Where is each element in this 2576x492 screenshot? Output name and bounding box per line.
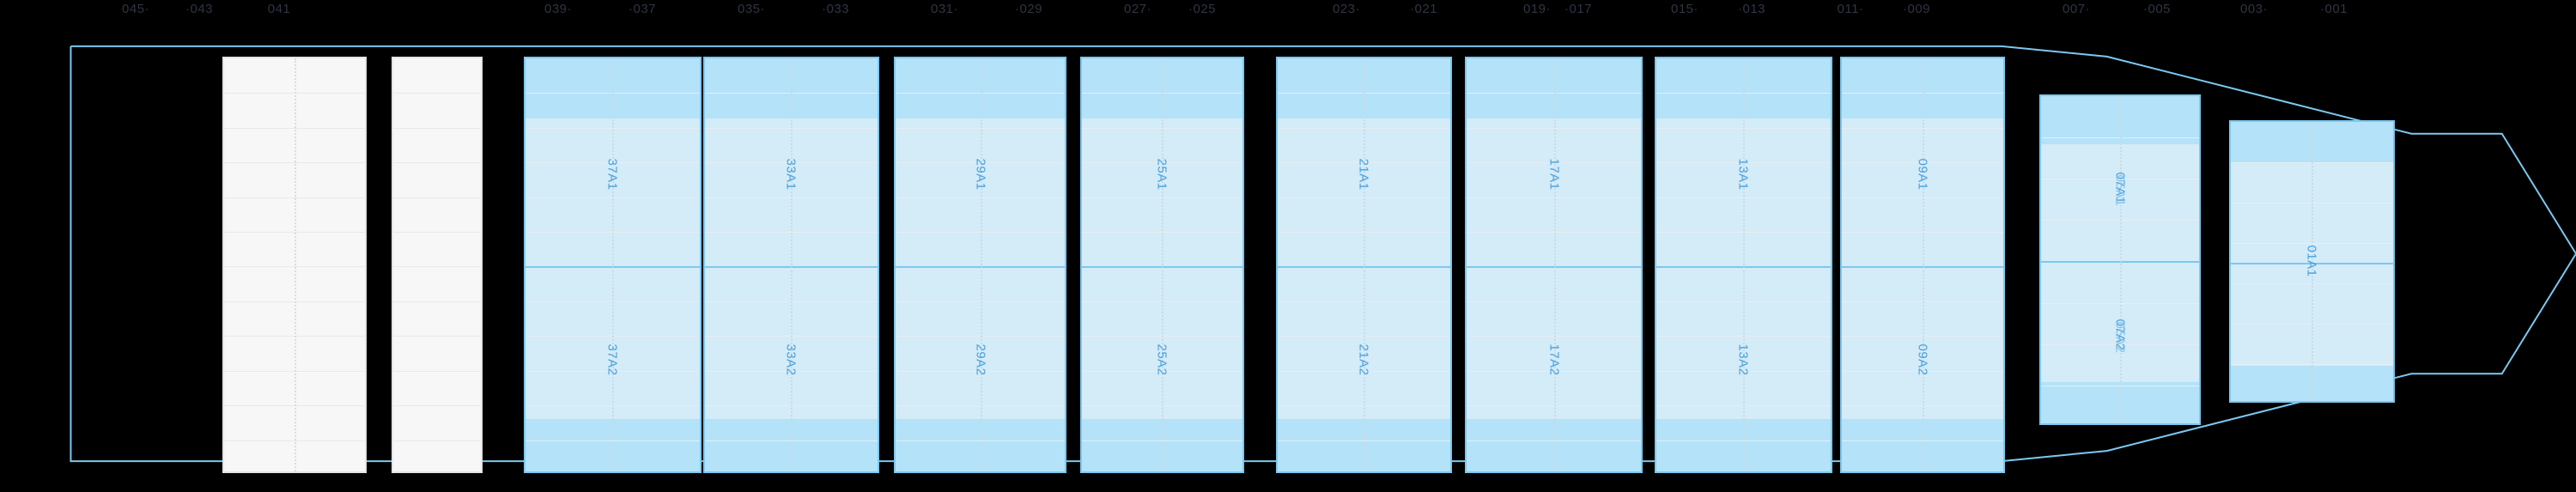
bay-number-tick: ·013: [1737, 2, 1766, 16]
bay-number-tick: ·017: [1564, 2, 1593, 16]
bay-label-lower: 33A2: [783, 343, 799, 376]
tier-separator: [393, 93, 481, 94]
bay-number-tick: ·029: [1014, 2, 1043, 16]
bay-block-033[interactable]: 33A1 33A2: [702, 56, 879, 474]
tier-separator: [393, 301, 481, 302]
bay-label-upper: 29A1: [973, 158, 988, 191]
tier-separator: [393, 266, 481, 268]
bay-block-025[interactable]: 25A1 25A2: [1079, 56, 1245, 474]
bay-centerline: [1922, 58, 1924, 472]
bay-block-037[interactable]: 37A1 37A2: [523, 56, 702, 474]
bay-number-tick: 011·: [1837, 2, 1864, 16]
bay-label-lower: 13A2: [1735, 343, 1751, 376]
bay-centerline: [2120, 95, 2122, 424]
bay-number-tick: ·043: [185, 2, 214, 16]
bay-block-017[interactable]: 17A1 17A2: [1465, 56, 1643, 474]
bay-block-001[interactable]: 01A1: [2228, 119, 2396, 404]
bay-label-upper: 09A1: [1915, 158, 1930, 191]
tier-separator: [393, 232, 481, 234]
bay-number-tick: ·001: [2319, 2, 2348, 16]
tier-separator: [393, 336, 481, 337]
bay-number-tick: ·033: [821, 2, 850, 16]
bay-label-upper: 25A1: [1154, 158, 1170, 191]
bay-centerline: [1553, 58, 1556, 472]
bay-number-tick: 039·: [544, 2, 573, 16]
bay-number-ruler: 045· ·043 041 039· ·037 035· ·033 031· ·029 027· ·…: [0, 0, 2576, 22]
bay-centerline: [295, 58, 297, 472]
bay-block-029[interactable]: 29A1 29A2: [893, 56, 1067, 474]
bay-number-tick: 019·: [1522, 2, 1552, 16]
bay-number-tick: 015·: [1670, 2, 1699, 16]
bay-label-lower: 37A2: [605, 343, 620, 376]
bay-number-tick: 045·: [121, 2, 150, 16]
bay-label-lower: 09A2: [1915, 343, 1930, 376]
bay-centerline: [1743, 58, 1746, 472]
bay-label-upper: 17A1: [1546, 158, 1562, 191]
bay-number-tick: 007·: [2062, 2, 2091, 16]
bay-label-upper: 37A1: [605, 158, 620, 191]
tier-separator: [393, 405, 481, 407]
tier-separator: [393, 162, 481, 164]
tier-separator: [393, 127, 481, 129]
bay-number-tick: ·037: [628, 2, 657, 16]
bay-block-043[interactable]: [222, 56, 368, 474]
bay-number-tick: 023·: [1332, 2, 1361, 16]
bay-label-lower: 25A2: [1154, 343, 1170, 376]
bay-block-041[interactable]: [392, 56, 483, 474]
bay-number-tick: ·009: [1902, 2, 1931, 16]
bay-number-tick: 035·: [737, 2, 766, 16]
bay-number-tick: ·021: [1409, 2, 1438, 16]
bay-centerline: [1162, 58, 1164, 472]
tier-separator: [393, 370, 481, 372]
bay-label-upper: 21A1: [1356, 158, 1371, 191]
bay-number-tick: ·025: [1188, 2, 1217, 16]
tier-separator: [393, 197, 481, 198]
bay-centerline: [2312, 121, 2314, 402]
bay-number-tick: 003·: [2239, 2, 2269, 16]
bay-block-009[interactable]: 09A1 09A2: [1840, 56, 2005, 474]
bay-label-lower: 17A2: [1546, 343, 1562, 376]
bay-label-lower-alt: 05A2: [2112, 321, 2128, 354]
bay-label-upper: 13A1: [1735, 158, 1751, 191]
bay-number-tick: 031·: [930, 2, 959, 16]
bay-label-upper: 01A1: [2304, 245, 2319, 277]
tier-separator: [393, 440, 481, 441]
bay-label-lower: 21A2: [1356, 343, 1371, 376]
bay-number-tick: ·005: [2142, 2, 2172, 16]
bay-label-lower: 29A2: [973, 343, 988, 376]
bay-label-upper-alt: 05A1: [2112, 174, 2128, 207]
bay-label-upper: 33A1: [783, 158, 799, 191]
bay-block-013[interactable]: 13A1 13A2: [1654, 56, 1832, 474]
bay-number-tick: 041: [267, 2, 291, 16]
bay-block-021[interactable]: 21A1 21A2: [1275, 56, 1452, 474]
bay-centerline: [612, 58, 615, 472]
bay-centerline: [1364, 58, 1366, 472]
bay-centerline: [791, 58, 793, 472]
bay-centerline: [980, 58, 982, 472]
bay-number-tick: 027·: [1123, 2, 1152, 16]
